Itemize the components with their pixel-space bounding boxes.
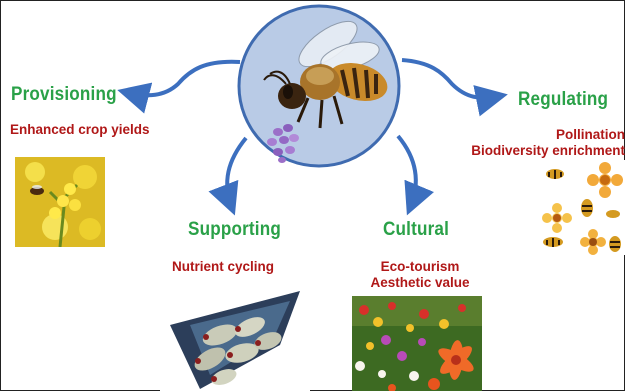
bee-on-rapeseed-flower-icon	[15, 157, 105, 247]
regulating-heading: Regulating	[518, 89, 608, 111]
provisioning-heading: Provisioning	[11, 84, 117, 106]
supporting-service-1: Nutrient cycling	[172, 259, 274, 275]
wildflower-meadow-icon	[352, 296, 482, 391]
center-bee-illustration	[230, 4, 420, 174]
regulating-service-2: Biodiversity enrichment	[435, 143, 625, 159]
arrow-to-provisioning	[125, 62, 240, 96]
supporting-heading: Supporting	[188, 219, 281, 241]
bees-and-flowers-collage-icon	[535, 160, 625, 255]
cultural-service-2: Aesthetic value	[340, 275, 500, 291]
provisioning-service-1: Enhanced crop yields	[10, 122, 150, 138]
cultural-service-1: Eco-tourism	[340, 259, 500, 275]
larvae-decomposing-icon	[160, 285, 310, 391]
regulating-service-1: Pollination	[505, 127, 625, 143]
cultural-heading: Cultural	[383, 219, 449, 241]
